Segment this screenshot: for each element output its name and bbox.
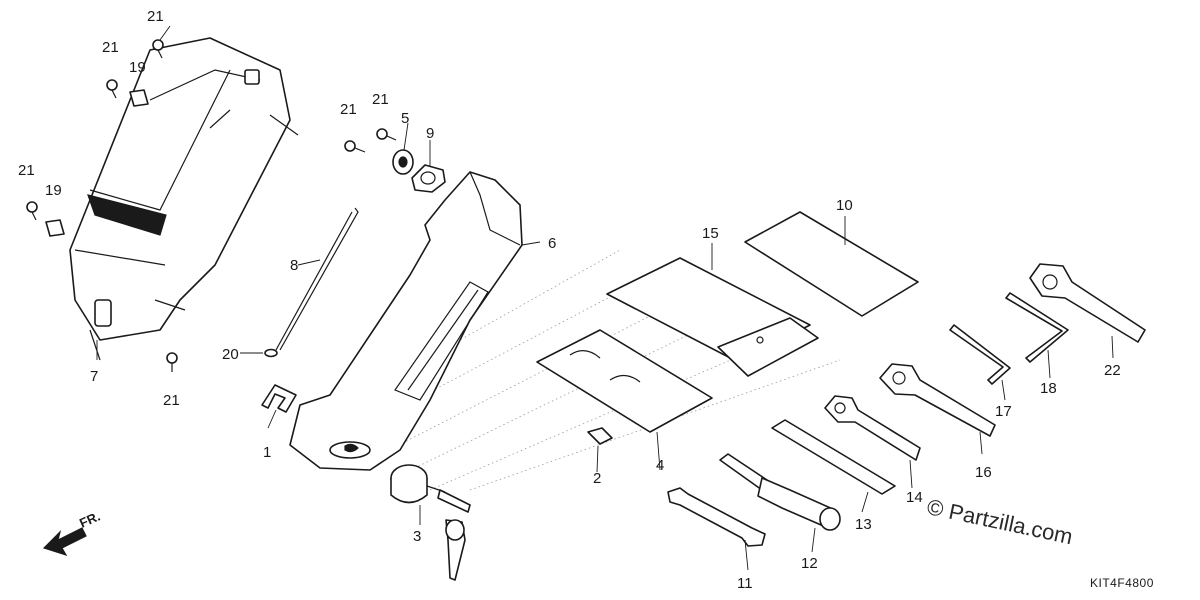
callout-9: 9 — [426, 125, 434, 142]
part-2-clip — [587, 427, 613, 445]
part-12-socket — [719, 453, 841, 531]
part-7-tool-box — [69, 37, 299, 361]
part-10-pouch — [744, 211, 919, 317]
callout-1: 1 — [263, 444, 271, 461]
screw-21-bottom — [166, 352, 178, 372]
part-16-ring-wrench — [879, 363, 996, 437]
callout-21: 21 — [340, 101, 357, 118]
clip-19-upper — [129, 89, 149, 107]
callout-13: 13 — [855, 516, 872, 533]
screw-21-center-b — [376, 128, 397, 141]
callout-labels: 21 21 19 21 19 7 21 21 21 5 9 8 20 1 6 3… — [18, 8, 1121, 592]
callout-8: 8 — [290, 257, 298, 274]
part-20-clip — [264, 348, 278, 358]
part-17-hex-key — [949, 324, 1011, 385]
callout-21: 21 — [163, 392, 180, 409]
part-6-main-cover — [289, 171, 541, 471]
callout-4: 4 — [656, 457, 664, 474]
callout-7: 7 — [90, 368, 98, 385]
part-8-rod — [275, 207, 359, 351]
screw-21-left-low — [26, 201, 38, 221]
diagram-code: KIT4F4800 — [1090, 576, 1154, 590]
part-15-tool-bag — [606, 257, 819, 377]
part-3-key-cylinder — [390, 464, 471, 581]
callout-5: 5 — [401, 110, 409, 127]
callout-15: 15 — [702, 225, 719, 242]
callout-3: 3 — [413, 528, 421, 545]
callout-21: 21 — [102, 39, 119, 56]
callout-10: 10 — [836, 197, 853, 214]
callout-22: 22 — [1104, 362, 1121, 379]
screw-21-left-mid — [106, 79, 118, 99]
callout-18: 18 — [1040, 380, 1057, 397]
direction-label: FR. — [77, 509, 102, 531]
callout-19: 19 — [129, 59, 146, 76]
part-11-wrench — [667, 487, 766, 547]
clip-19-lower — [45, 219, 65, 237]
part-22-spanner — [1029, 263, 1146, 343]
callout-21: 21 — [147, 8, 164, 25]
part-4-owners-manual — [536, 329, 713, 433]
callout-14: 14 — [906, 489, 923, 506]
callout-19: 19 — [45, 182, 62, 199]
part-1-bracket — [261, 384, 297, 413]
part-9-plate — [411, 164, 446, 193]
callout-12: 12 — [801, 555, 818, 572]
screw-21-center-a — [344, 140, 366, 153]
callout-2: 2 — [593, 470, 601, 487]
dotted-background — [299, 249, 841, 491]
callout-20: 20 — [222, 346, 239, 363]
callout-17: 17 — [995, 403, 1012, 420]
part-14-ring-wrench — [824, 395, 921, 461]
callout-16: 16 — [975, 464, 992, 481]
callout-21: 21 — [372, 91, 389, 108]
part-5-grommet — [392, 149, 414, 175]
callout-11: 11 — [737, 575, 753, 592]
screw-21-left-top — [152, 39, 164, 59]
front-direction-arrow: FR. — [42, 509, 102, 557]
part-18-hex-key — [1005, 292, 1069, 363]
part-13-bar — [771, 419, 896, 495]
callout-21: 21 — [18, 162, 35, 179]
leader-lines — [96, 25, 1114, 571]
callout-6: 6 — [548, 235, 556, 252]
